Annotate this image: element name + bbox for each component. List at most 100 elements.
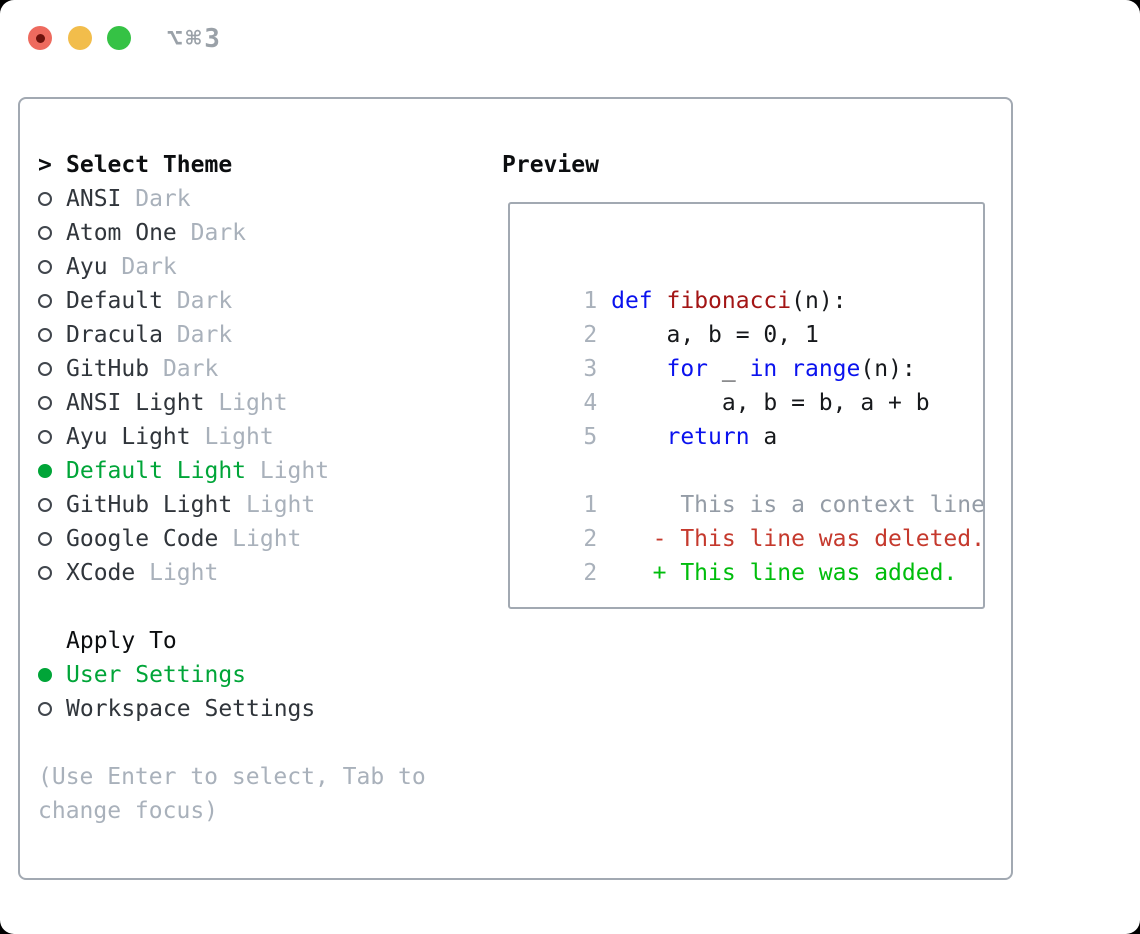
code-segment: (n): (791, 288, 847, 314)
theme-option[interactable]: Dracula Dark (38, 318, 488, 352)
preview-code-line: 2 - This line was deleted. (528, 488, 983, 552)
theme-variant-badge: Dark (135, 186, 191, 212)
apply-to-header: Apply To (38, 624, 488, 658)
theme-list: ANSI Dark Atom One Dark Ayu Dark Default… (38, 182, 488, 590)
preview-code-line: 2 + This line was added. (528, 522, 983, 586)
theme-name: GitHub Light (66, 492, 233, 518)
theme-option[interactable]: GitHub Light Light (38, 488, 488, 522)
theme-option[interactable]: XCode Light (38, 556, 488, 590)
code-segment: _ (708, 356, 750, 382)
preview-code-line: 1 This is a context line. (528, 454, 983, 518)
code-segment (653, 288, 667, 314)
theme-variant-badge: Light (149, 560, 219, 586)
preview-code-line: 1 def fibonacci(n): (528, 250, 983, 314)
selection-prompt-icon: > (38, 152, 52, 178)
theme-variant-badge: Dark (176, 322, 233, 348)
radio-icon (38, 260, 52, 274)
preview-code-line: 4 a, b = b, a + b (528, 352, 983, 416)
apply-to-options: User Settings Workspace Settings (38, 658, 488, 726)
theme-name: XCode (66, 560, 136, 586)
line-number: 1 (583, 288, 598, 314)
theme-option[interactable]: Ayu Dark (38, 250, 488, 284)
theme-name: Atom One (66, 220, 177, 246)
code-segment: a, b = 0, 1 (611, 322, 819, 348)
help-text-line: change focus) (38, 798, 219, 824)
theme-variant-badge: Light (246, 492, 316, 518)
preview-code-line: 2 a, b = 0, 1 (528, 284, 983, 348)
code-segment: in (749, 356, 778, 382)
theme-name: Ayu (66, 254, 108, 280)
theme-name: Dracula (66, 322, 163, 348)
preview-code-line: 5 return a (528, 386, 983, 450)
code-segment (777, 356, 791, 382)
code-segment: fibonacci (666, 288, 792, 314)
radio-icon (38, 702, 52, 716)
theme-option[interactable]: ANSI Dark (38, 182, 488, 216)
code-segment (611, 356, 666, 382)
radio-icon (38, 532, 52, 546)
theme-option[interactable]: ANSI Light Light (38, 386, 488, 420)
theme-variant-badge: Dark (162, 356, 219, 382)
code-segment (611, 424, 666, 450)
apply-to-option[interactable]: User Settings (38, 658, 488, 692)
help-text-block: (Use Enter to select, Tab to change focu… (38, 760, 488, 828)
radio-icon (38, 328, 52, 342)
preview-title: Preview (502, 152, 599, 178)
line-number: 1 (583, 492, 598, 518)
code-segment: a (749, 424, 778, 450)
zoom-button[interactable] (107, 26, 131, 50)
page-title: Select Theme (66, 152, 233, 178)
help-text-line: (Use Enter to select, Tab to (38, 764, 426, 790)
theme-option[interactable]: Default Dark (38, 284, 488, 318)
theme-option[interactable]: Default Light Light (38, 454, 488, 488)
code-segment: a, b = b, a + b (611, 390, 930, 416)
theme-variant-badge: Dark (190, 220, 247, 246)
close-button[interactable] (28, 26, 52, 50)
line-number: 3 (583, 356, 598, 382)
theme-name: Ayu Light (66, 424, 191, 450)
radio-icon (38, 294, 52, 308)
radio-icon (38, 396, 52, 410)
line-number: 2 (583, 560, 598, 586)
theme-selection-pane: > Select Theme ANSI Dark Atom One Dark A… (38, 148, 488, 828)
code-segment: - This line was deleted. (611, 526, 985, 552)
theme-variant-badge: Dark (176, 288, 233, 314)
radio-icon (38, 226, 52, 240)
radio-icon (38, 668, 52, 682)
preview-code-line: 3 for _ in range(n): (528, 318, 983, 382)
code-segment: + This line was added. (611, 560, 958, 586)
theme-variant-badge: Light (204, 424, 274, 450)
minimize-button[interactable] (68, 26, 92, 50)
radio-icon (38, 464, 52, 478)
apply-to-option-label: User Settings (66, 662, 247, 688)
apply-to-option[interactable]: Workspace Settings (38, 692, 488, 726)
radio-icon (38, 192, 52, 206)
line-number: 5 (583, 424, 598, 450)
theme-option[interactable]: Atom One Dark (38, 216, 488, 250)
theme-picker-panel: > Select Theme ANSI Dark Atom One Dark A… (18, 97, 1013, 880)
theme-variant-badge: Dark (121, 254, 177, 280)
code-segment: (n): (860, 356, 916, 382)
select-theme-header: > Select Theme (38, 148, 488, 182)
radio-icon (38, 566, 52, 580)
code-segment: return (666, 424, 750, 450)
theme-option[interactable]: Google Code Light (38, 522, 488, 556)
code-segment: for (666, 356, 709, 382)
theme-name: Default (66, 288, 163, 314)
theme-option[interactable]: Ayu Light Light (38, 420, 488, 454)
line-number: 4 (583, 390, 598, 416)
line-number: 2 (583, 322, 598, 348)
radio-icon (38, 430, 52, 444)
apply-to-section: Apply To User Settings Workspace Setting… (38, 624, 488, 726)
code-segment: This is a context line. (611, 492, 985, 518)
code-segment: def (611, 288, 653, 314)
radio-icon (38, 362, 52, 376)
theme-variant-badge: Light (259, 458, 330, 484)
theme-variant-badge: Light (218, 390, 288, 416)
window-shortcut-label: ⌥⌘3 (167, 24, 223, 54)
theme-option[interactable]: GitHub Dark (38, 352, 488, 386)
